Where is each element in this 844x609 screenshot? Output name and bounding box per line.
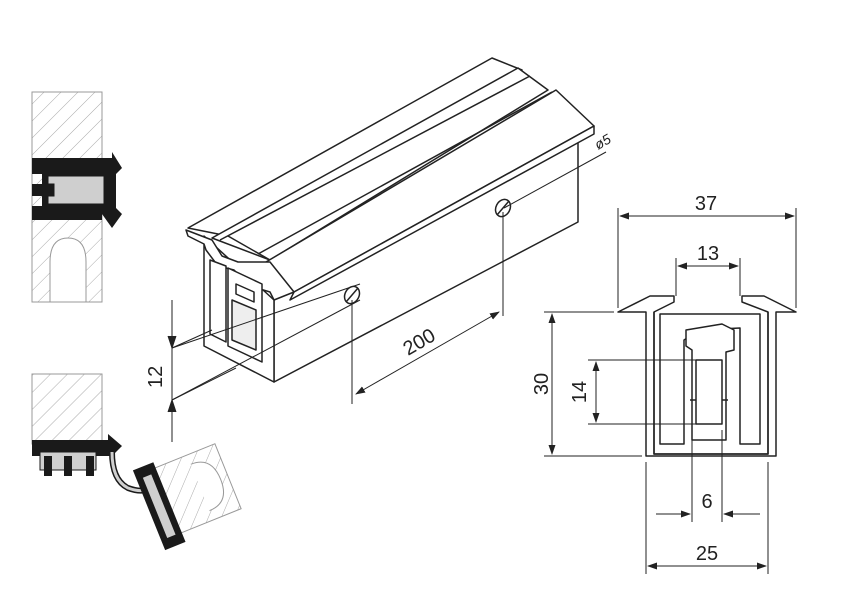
label-top-width: 37 xyxy=(695,193,717,215)
mount-hole-1-mark xyxy=(345,287,359,303)
isometric-dimensions xyxy=(167,151,607,442)
label-total-height: 30 xyxy=(531,373,553,395)
cap-front-groove xyxy=(227,235,271,261)
label-slot-width: 6 xyxy=(701,491,712,513)
isometric-profile xyxy=(185,57,595,383)
label-inner-height: 14 xyxy=(569,381,591,403)
profile-teeth xyxy=(44,456,94,476)
label-hole-diameter: ø5 xyxy=(592,130,614,152)
front-slot-left xyxy=(209,259,227,343)
panel-arc xyxy=(190,461,224,512)
ext-12-top-long xyxy=(171,283,361,349)
hole-leader xyxy=(503,151,607,209)
wall-detail-bottom xyxy=(31,373,242,551)
cap-edge xyxy=(289,125,595,301)
dim-200-line xyxy=(355,311,500,395)
groove-line-2 xyxy=(257,91,553,255)
groove-line-1 xyxy=(219,75,531,241)
ext-12-top xyxy=(171,329,213,349)
front-slot-lip xyxy=(235,283,255,303)
cap-left-ridge xyxy=(187,57,523,237)
wall-detail-top xyxy=(31,91,122,303)
wall-arch xyxy=(49,237,87,303)
label-hole-spacing: 200 xyxy=(400,325,440,361)
wall-section-bottom xyxy=(31,373,103,445)
section-insert-core xyxy=(695,359,723,425)
cap-center xyxy=(211,67,549,261)
arrow-12-top xyxy=(167,335,177,350)
panel-profile-light xyxy=(141,473,177,540)
front-slot-core xyxy=(231,299,257,351)
section-dimensions xyxy=(544,208,797,574)
label-height-small: 12 xyxy=(145,366,167,388)
profile-insert-light xyxy=(47,175,105,205)
ext-12-bottom-long xyxy=(171,299,361,401)
section-inner-walls xyxy=(653,312,769,455)
mount-hole-2-mark xyxy=(496,200,510,216)
cross-section xyxy=(617,295,797,457)
arrow-12-bottom xyxy=(167,398,177,413)
label-base-width: 25 xyxy=(696,543,718,565)
label-top-inner: 13 xyxy=(697,243,719,265)
profile-top-dark xyxy=(32,434,122,456)
